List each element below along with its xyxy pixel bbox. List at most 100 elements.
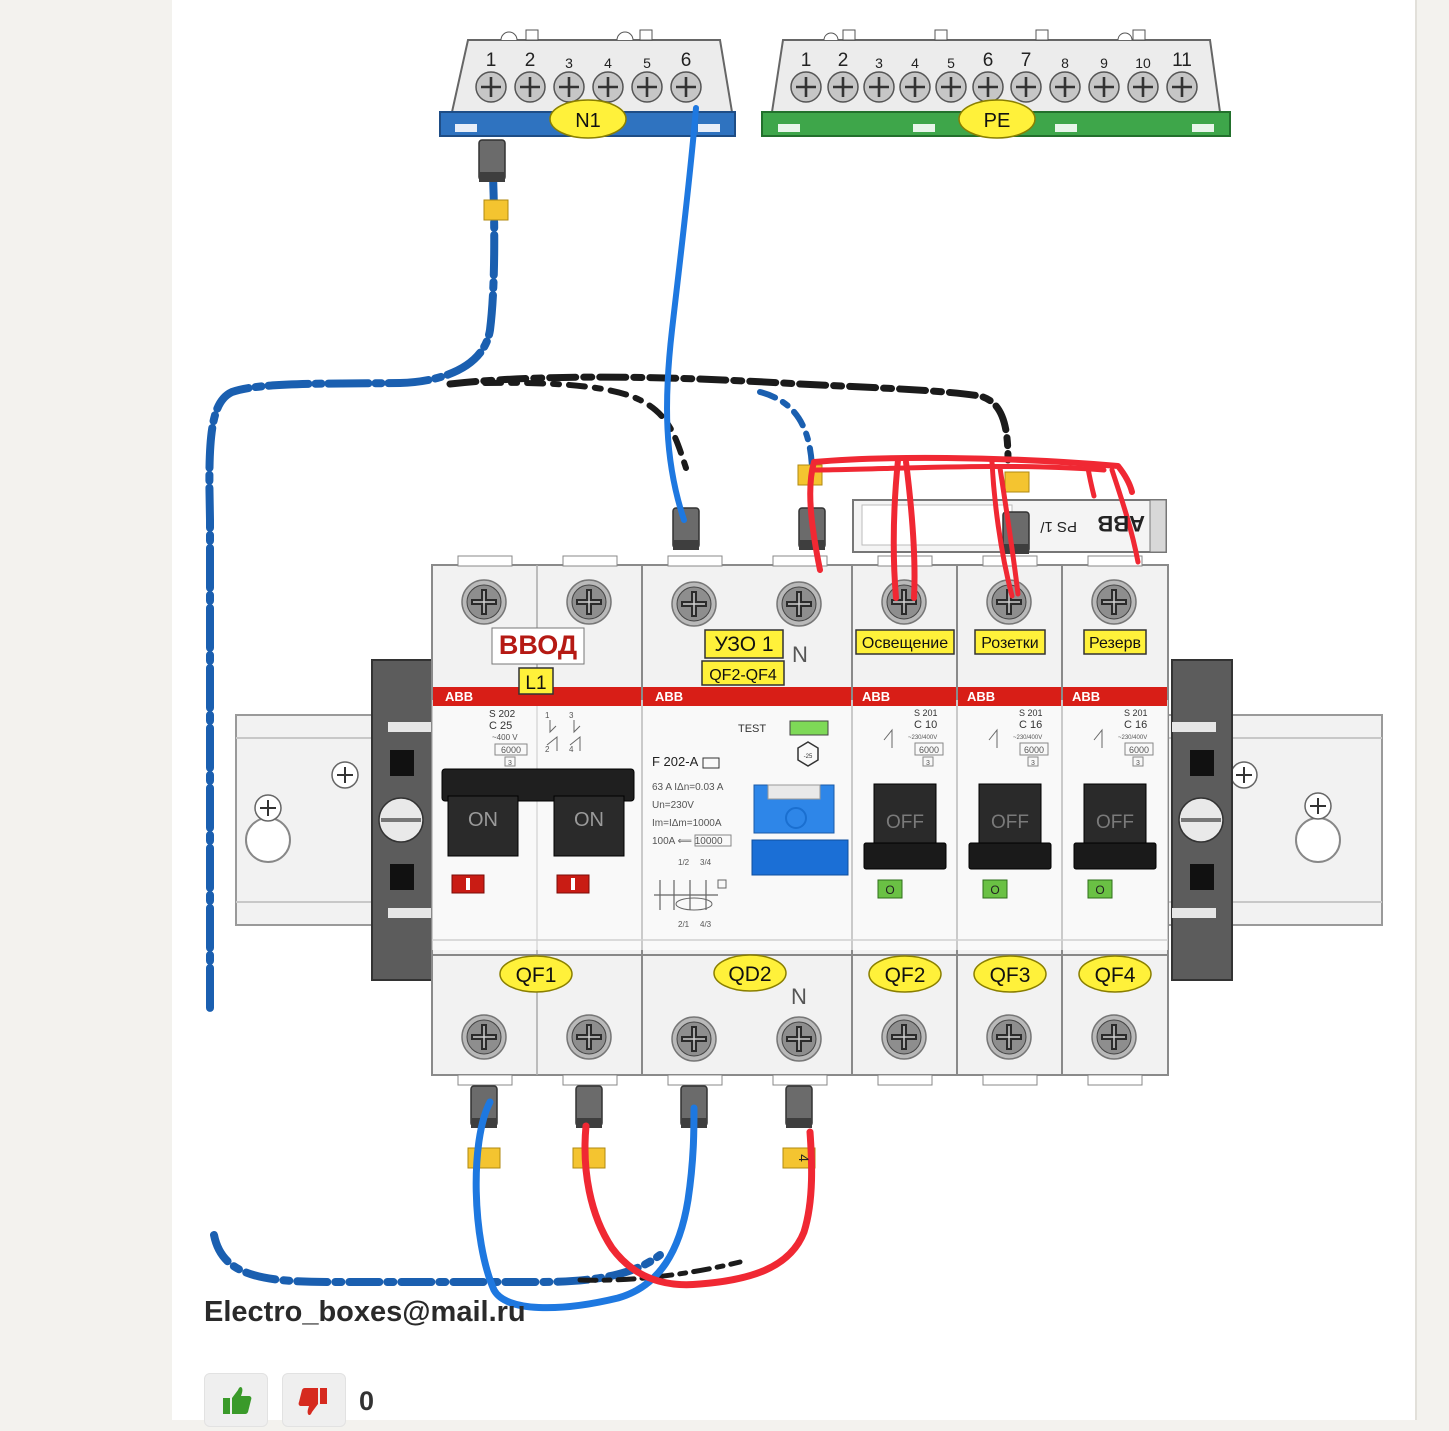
n-terminal-2: 2 [525, 50, 536, 71]
qf4-designation: QF4 [1095, 964, 1136, 987]
qf4-rating: C 16 [1124, 719, 1147, 731]
rcd-n-top: N [792, 642, 808, 667]
qf2-voltage: ~230/400V [908, 735, 937, 741]
qf4-model: S 201 [1124, 708, 1148, 718]
ferrule-qf1-out-2 [575, 1085, 603, 1129]
qf3-breaking: 6000 [1024, 745, 1044, 755]
rcd-spec-2: Un=230V [652, 800, 694, 811]
qf2-breaking: 6000 [919, 745, 939, 755]
author-email: Electro_boxes@mail.ru [204, 1296, 526, 1328]
rcd-body [654, 629, 849, 911]
pe-terminal-7: 7 [1021, 50, 1032, 71]
ferrule-rcd-in-n [785, 1085, 813, 1129]
vote-count: 0 [359, 1386, 375, 1416]
qf2-indicator: O [885, 883, 894, 897]
pe-terminal-8: 8 [1061, 55, 1069, 71]
qf3-switch-state: OFF [991, 812, 1029, 833]
pe-terminal-9: 9 [1100, 55, 1108, 71]
abb-logo-qf1: ABB [445, 689, 473, 704]
designation-ovals [499, 954, 1152, 993]
qf1-rating: C 25 [489, 720, 512, 732]
rcd-title: УЗО 1 [714, 633, 773, 656]
rcd-pole-top-1: 1/2 [678, 858, 690, 867]
rcd-pole-bottom-2: 4/3 [700, 920, 712, 929]
qf4-class: 3 [1136, 760, 1140, 767]
ferrule-n1 [478, 139, 506, 183]
pe-busbar [761, 29, 1231, 139]
pe-terminal-10: 10 [1135, 55, 1151, 71]
qf3-model: S 201 [1019, 708, 1043, 718]
neutral-bus-label: N1 [575, 110, 601, 132]
abb-logo-qf3: ABB [967, 689, 995, 704]
neutral-busbar [439, 29, 736, 139]
rcd-spec-3: Im=IΔm=1000A [652, 818, 722, 829]
abb-logo-rcd: ABB [655, 689, 683, 704]
dashed-cables [205, 171, 1012, 1286]
qf2-class: 3 [926, 760, 930, 767]
qf3-rating: C 16 [1019, 719, 1042, 731]
qf2-model: S 201 [914, 708, 938, 718]
rcd-pole-top-2: 3/4 [700, 858, 712, 867]
rcd-model: F 202-A [652, 754, 699, 769]
rcd-subtitle: QF2-QF4 [709, 667, 777, 684]
pe-terminal-6: 6 [983, 50, 994, 71]
rcd-designation: QD2 [728, 963, 771, 986]
pe-terminal-5: 5 [947, 55, 955, 71]
qf1-breaking: 6000 [501, 745, 521, 755]
abb-bands [433, 687, 1167, 706]
rcd-test-label: TEST [738, 723, 766, 735]
comb-brand: ABB [1097, 511, 1145, 536]
rcd-spec-1: 63 A IΔn=0.03 A [652, 782, 724, 793]
pe-terminal-1: 1 [801, 50, 812, 71]
rcd-spec-4: 100A ⟸ 10000 [652, 836, 723, 847]
qf4-breaking: 6000 [1129, 745, 1149, 755]
qf2-switch-state: OFF [886, 812, 924, 833]
thumbs-up-icon [223, 1386, 252, 1414]
left-margin [0, 0, 172, 1420]
qf3-label: Розетки [981, 635, 1038, 652]
qf3-class: 3 [1031, 760, 1035, 767]
n-terminal-5: 5 [643, 55, 651, 71]
cable-marker-4: 4 [796, 1154, 812, 1162]
qf2-rating: C 10 [914, 719, 937, 731]
qf4-indicator: O [1095, 883, 1104, 897]
pe-bus-label: PE [984, 110, 1011, 132]
like-button[interactable] [204, 1373, 268, 1427]
qf1-line-label: L1 [525, 673, 546, 694]
qf1-switch-right-state: ON [574, 809, 604, 831]
qf2-label: Освещение [862, 635, 948, 652]
qf1-input-breaker [441, 627, 635, 894]
rcd-n-bottom: N [791, 984, 807, 1009]
rcd-temp-mark: -25 [804, 754, 813, 760]
qf1-voltage: ~400 V [492, 733, 518, 742]
qf1-pole-2: 2 [545, 745, 550, 754]
qf1-pole-4: 4 [569, 745, 574, 754]
pe-terminal-11: 11 [1172, 50, 1192, 71]
qf4-switch-state: OFF [1096, 812, 1134, 833]
qf1-designation: QF1 [516, 964, 557, 987]
right-margin [1415, 0, 1449, 1420]
qf1-pole-1: 1 [545, 711, 550, 720]
drawn-wires [472, 105, 1141, 1312]
thumbs-down-icon [298, 1388, 327, 1416]
rcd-pole-bottom-1: 2/1 [678, 920, 690, 929]
qf4-voltage: ~230/400V [1118, 735, 1147, 741]
qf1-model: S 202 [489, 709, 516, 720]
pe-terminal-3: 3 [875, 55, 883, 71]
qf2-designation: QF2 [885, 964, 926, 987]
abb-logo-qf2: ABB [862, 689, 890, 704]
abb-logo-qf4: ABB [1072, 689, 1100, 704]
qf4-label: Резерв [1089, 635, 1141, 652]
end-stopper-right [1171, 659, 1233, 981]
dislike-button[interactable] [282, 1373, 346, 1427]
ferrule-rcd-top-left [672, 507, 700, 551]
qf1-class: 3 [508, 760, 512, 767]
n-terminal-1: 1 [486, 50, 497, 71]
qf3-designation: QF3 [990, 964, 1031, 987]
pe-terminal-4: 4 [911, 55, 919, 71]
single-pole-breakers [855, 629, 1157, 899]
pe-terminal-2: 2 [838, 50, 849, 71]
n-terminal-6: 6 [681, 50, 692, 71]
qf1-title: ВВОД [499, 630, 577, 660]
